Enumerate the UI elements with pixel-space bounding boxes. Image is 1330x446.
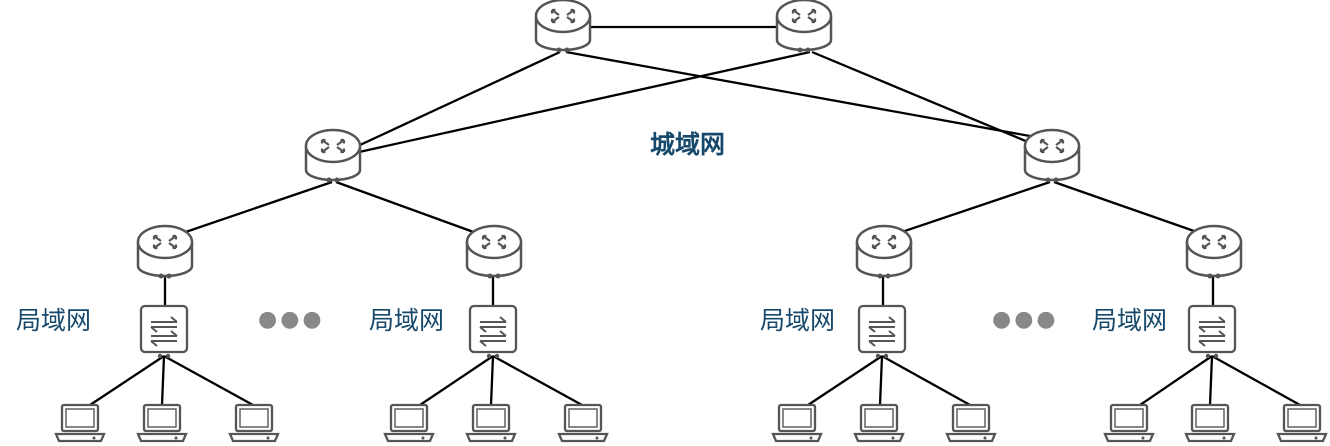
router-icon [1023,128,1081,184]
laptop-icon [853,403,905,443]
link-switch1-host1 [89,355,165,406]
link-group [89,25,1301,407]
link-switch4-host3 [1211,354,1301,407]
link-switch3-host3 [881,354,971,407]
switch-icon [139,304,189,360]
switch-icon [857,304,907,360]
link-switch4-host2 [1208,355,1214,406]
router-icon [534,0,592,54]
router-icon [855,224,913,280]
laptop-icon [1184,403,1236,443]
link-switch1-host3 [163,354,254,407]
link-metro-left-edge-2 [335,180,491,240]
lan-label: 局域网 [369,306,445,335]
more-networks-ellipsis: ●●● [258,307,325,332]
link-switch1-host2 [160,355,166,406]
router-icon [304,128,362,184]
switch-icon [468,304,518,360]
link-metro-right-edge-3 [883,180,1051,240]
link-core-left-metro-left [331,50,561,160]
laptop-icon [771,403,823,443]
link-switch2-host2 [489,355,495,406]
link-core-right-metro-left [331,50,811,160]
laptop-icon [383,403,435,443]
router-icon [1185,224,1243,280]
lan-label: 局域网 [16,306,92,335]
link-switch3-host1 [807,355,883,406]
link-metro-right-edge-4 [1053,180,1215,240]
link-switch2-host1 [419,355,494,406]
router-icon [136,224,194,280]
laptop-icon [945,403,997,443]
laptop-icon [54,403,106,443]
router-icon [465,224,523,280]
link-metro-left-edge-1 [167,180,333,240]
more-networks-ellipsis: ●●● [992,307,1059,332]
laptop-icon [228,403,280,443]
laptop-icon [136,403,188,443]
laptop-icon [1276,403,1328,443]
link-switch2-host3 [492,354,583,407]
laptop-icon [1103,403,1155,443]
router-icon [775,0,833,54]
link-switch4-host1 [1139,355,1213,406]
lan-label: 局域网 [1092,306,1168,335]
metro-network-label: 城域网 [650,130,726,159]
lan-label: 局域网 [760,306,836,335]
laptop-icon [557,403,609,443]
link-core-left-metro-right [565,50,1053,142]
laptop-icon [465,403,517,443]
switch-icon [1187,304,1237,360]
link-switch3-host2 [878,355,884,406]
link-core-right-metro-right [811,50,1053,154]
